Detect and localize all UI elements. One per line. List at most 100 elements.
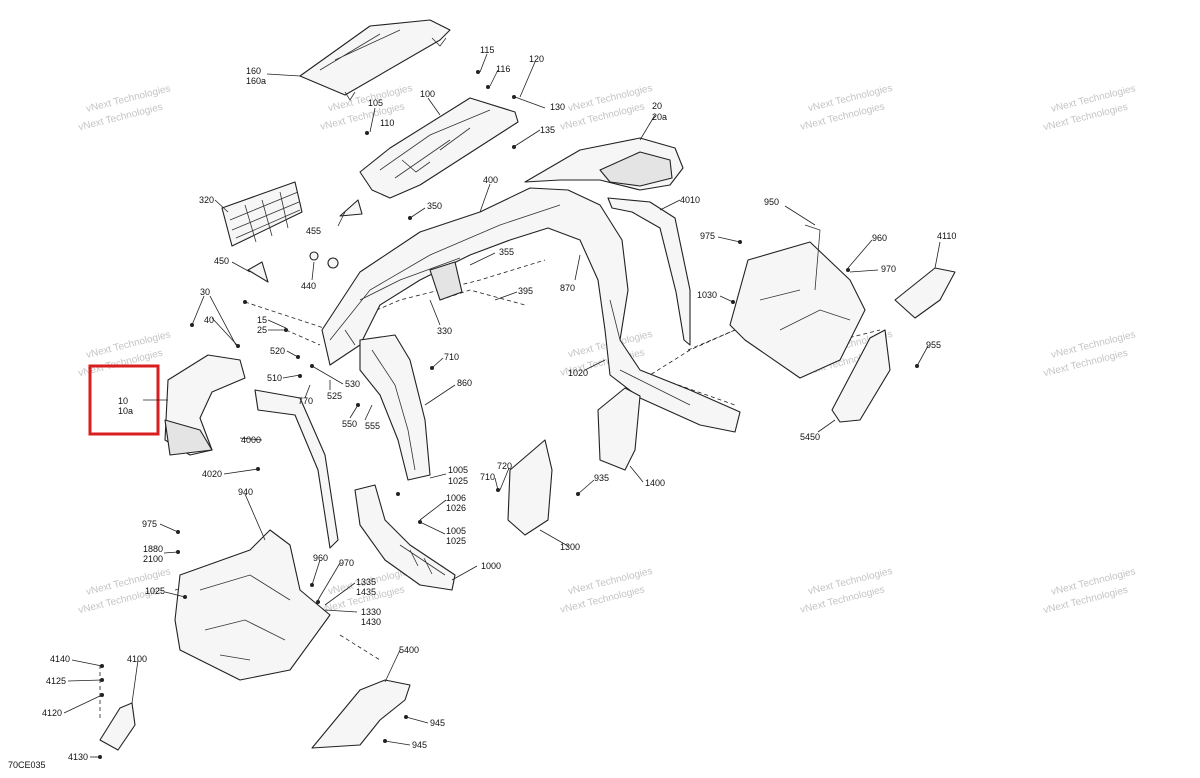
fastener	[846, 268, 850, 272]
callout-label[interactable]: 4130	[68, 752, 88, 762]
fastener	[316, 600, 320, 604]
callout-label[interactable]: 1020	[568, 368, 588, 378]
part-4110-bracket	[894, 267, 956, 319]
callout-label[interactable]: 530	[345, 379, 360, 389]
diagram-code: 70CE035	[8, 760, 46, 770]
callout-label[interactable]: 10a	[118, 406, 133, 416]
callout-label[interactable]: 1025	[145, 586, 165, 596]
callout-label[interactable]: 30	[200, 287, 210, 297]
callout-label[interactable]: 710	[444, 352, 459, 362]
fastener	[365, 131, 369, 135]
part-1000-step	[354, 484, 456, 591]
callout-label[interactable]: 525	[327, 391, 342, 401]
part-1400-panel	[597, 387, 641, 471]
callout-label[interactable]: 945	[430, 718, 445, 728]
callout-label[interactable]: 320	[199, 195, 214, 205]
callout-label[interactable]: 860	[457, 378, 472, 388]
callout-label[interactable]: 1335	[356, 577, 376, 587]
callout-label[interactable]: 1025	[448, 476, 468, 486]
callout-label[interactable]: 520	[270, 346, 285, 356]
callout-label[interactable]: 395	[518, 286, 533, 296]
callout-label[interactable]: 1025	[446, 536, 466, 546]
callout-label[interactable]: 710	[480, 472, 495, 482]
part-4100-bracket	[99, 702, 136, 751]
callout-label[interactable]: 355	[499, 247, 514, 257]
callout-label[interactable]: 950	[764, 197, 779, 207]
callout-label[interactable]: 1430	[361, 617, 381, 627]
callout-label[interactable]: 40	[204, 315, 214, 325]
callout-label[interactable]: 4125	[46, 676, 66, 686]
callout-label[interactable]: 455	[306, 226, 321, 236]
callout-label[interactable]: 960	[313, 553, 328, 563]
callout-label[interactable]: 870	[560, 283, 575, 293]
callout-label[interactable]: 940	[238, 487, 253, 497]
callout-label[interactable]: 120	[529, 54, 544, 64]
callout-label[interactable]: 4010	[680, 195, 700, 205]
callout-label[interactable]: 1330	[361, 607, 381, 617]
callout-label[interactable]: 450	[214, 256, 229, 266]
part-160-top-cover	[299, 19, 451, 96]
part-320-grille	[221, 181, 303, 247]
callout-label[interactable]: 2100	[143, 554, 163, 564]
fastener	[486, 85, 490, 89]
callout-label[interactable]: 105	[368, 98, 383, 108]
part-450-plate	[247, 261, 269, 283]
callout-label[interactable]: 975	[142, 519, 157, 529]
callout-label[interactable]: 110	[380, 118, 394, 128]
part-1300-panel	[507, 439, 553, 536]
callout-label[interactable]: 935	[594, 473, 609, 483]
callout-label[interactable]: 770	[298, 396, 313, 406]
callout-label[interactable]: 20a	[652, 112, 667, 122]
callout-label[interactable]: 1005	[446, 526, 466, 536]
callout-label[interactable]: 1435	[356, 587, 376, 597]
callout-label[interactable]: 4000	[241, 435, 261, 445]
callout-label[interactable]: 4020	[202, 469, 222, 479]
callout-label[interactable]: 135	[540, 125, 555, 135]
fastener	[396, 492, 400, 496]
callout-label[interactable]: 440	[301, 281, 316, 291]
callout-label[interactable]: 960	[872, 233, 887, 243]
callout-label[interactable]: 4110	[937, 231, 956, 241]
callout-label[interactable]: 1006	[446, 493, 466, 503]
callout-label[interactable]: 1005	[448, 465, 468, 475]
callout-label[interactable]: 1300	[560, 542, 580, 552]
callout-label[interactable]: 1000	[481, 561, 501, 571]
callout-label[interactable]: 160	[246, 66, 261, 76]
callout-label[interactable]: 400	[483, 175, 498, 185]
callout-label[interactable]: 970	[881, 264, 896, 274]
callout-label[interactable]: 4100	[127, 654, 147, 664]
callout-label[interactable]: 1026	[446, 503, 466, 513]
fastener	[243, 300, 247, 304]
part-860-lower-frame	[359, 334, 431, 481]
callout-label[interactable]: 550	[342, 419, 357, 429]
part-4010-side-rail	[607, 197, 691, 346]
callout-label[interactable]: 20	[652, 101, 662, 111]
callout-label[interactable]: 945	[412, 740, 427, 750]
callout-label[interactable]: 975	[700, 231, 715, 241]
callout-label[interactable]: 510	[267, 373, 282, 383]
callout-label[interactable]: 4140	[50, 654, 70, 664]
callout-label[interactable]: 116	[496, 64, 510, 74]
fastener	[512, 95, 516, 99]
callout-label[interactable]: 15	[257, 315, 267, 325]
callout-label[interactable]: 955	[926, 340, 941, 350]
callout-label[interactable]: 1030	[697, 290, 717, 300]
callout-label[interactable]: 130	[550, 102, 565, 112]
callout-label[interactable]: 25	[257, 325, 267, 335]
callout-label[interactable]: 4120	[42, 708, 62, 718]
callout-label[interactable]: 115	[480, 45, 494, 55]
callout-label[interactable]: 720	[497, 461, 512, 471]
callout-label[interactable]: 555	[365, 421, 380, 431]
callout-label[interactable]: 1880	[143, 544, 163, 554]
callout-label[interactable]: 10	[118, 396, 128, 406]
callout-label[interactable]: 1400	[645, 478, 665, 488]
callout-labels: 10 10a 160 160a 115 116 120 105 110 100 …	[42, 45, 956, 762]
callout-label[interactable]: 350	[427, 201, 442, 211]
callout-label[interactable]: 5450	[800, 432, 820, 442]
callout-label[interactable]: 330	[437, 326, 452, 336]
callout-label[interactable]: 970	[339, 558, 354, 568]
callout-label[interactable]: 160a	[246, 76, 266, 86]
callout-label[interactable]: 5400	[399, 645, 419, 655]
callout-label[interactable]: 100	[420, 89, 435, 99]
